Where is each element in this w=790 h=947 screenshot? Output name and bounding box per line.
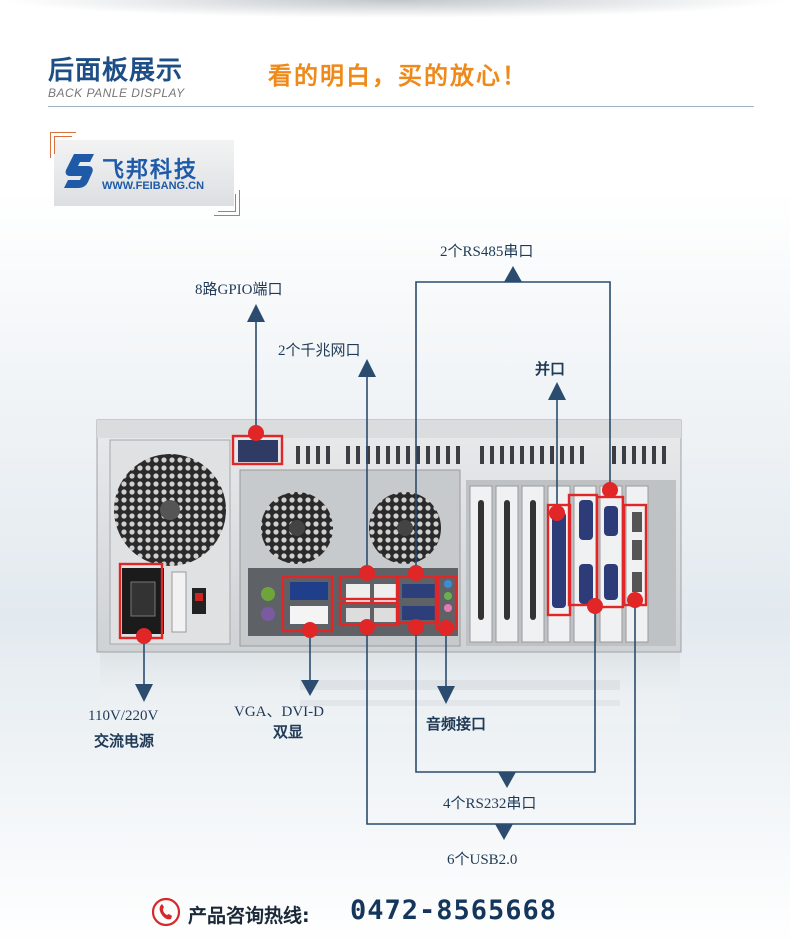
page-title: 后面板展示 — [48, 56, 184, 86]
top-shadow — [0, 0, 790, 18]
label-video-ports: VGA、DVI-D — [234, 704, 324, 720]
arrow-audio-icon — [437, 686, 455, 704]
phone-icon — [151, 897, 181, 927]
label-rs485: 2个RS485串口 — [440, 244, 534, 260]
label-video-dual: 双显 — [273, 723, 304, 741]
case-reflection — [100, 650, 680, 730]
label-parallel: 并口 — [535, 360, 566, 378]
hotline-label: 产品咨询热线: — [188, 905, 310, 927]
arrow-parallel-icon — [548, 382, 566, 400]
label-audio: 音频接口 — [426, 715, 487, 733]
arrow-usb-icon — [495, 824, 513, 840]
arrow-lan-icon — [358, 359, 376, 377]
arrow-video-icon — [301, 680, 319, 696]
label-lan: 2个千兆网口 — [278, 343, 361, 359]
chassis-back — [96, 419, 682, 653]
label-power-voltage: 110V/220V — [88, 708, 159, 724]
hotline-number[interactable]: 0472-8565668 — [350, 895, 558, 926]
callout-dots — [136, 425, 643, 644]
arrow-rs232-icon — [498, 772, 516, 788]
arrow-rs485-icon — [504, 266, 522, 282]
arrow-power-icon — [135, 684, 153, 702]
logo-corner-bottom-right-inner — [218, 194, 236, 212]
logo-corner-top-left-inner — [54, 136, 72, 154]
slogan: 看的明白，买的放心！ — [268, 62, 528, 90]
hotline: 产品咨询热线: 0472-8565668 — [150, 895, 610, 929]
title-divider — [48, 106, 754, 107]
brand-logo: 飞邦科技 WWW.FEIBANG.CN — [50, 132, 240, 216]
parallel-port — [552, 512, 566, 608]
page-subtitle: BACK PANLE DISPLAY — [48, 86, 185, 100]
top-vents — [296, 446, 666, 464]
logo-url: WWW.FEIBANG.CN — [102, 180, 205, 192]
label-usb: 6个USB2.0 — [447, 852, 518, 868]
logo-corner-bottom-right — [214, 190, 240, 216]
arrow-gpio-icon — [247, 304, 265, 322]
label-rs232: 4个RS232串口 — [443, 796, 537, 812]
logo-mark-icon — [64, 154, 94, 188]
label-power-type: 交流电源 — [94, 732, 155, 750]
label-gpio: 8路GPIO端口 — [195, 282, 283, 298]
arrow-heads — [135, 266, 566, 840]
logo-corner-top-left — [50, 132, 76, 158]
logo-name: 飞邦科技 — [102, 158, 199, 183]
